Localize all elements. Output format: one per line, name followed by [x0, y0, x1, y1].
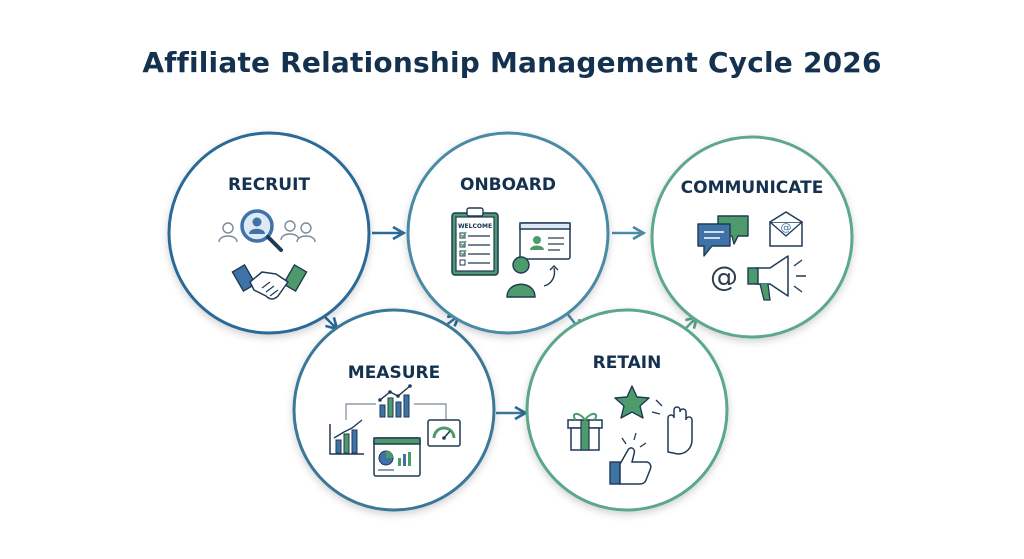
bar-chart-icon: [329, 419, 364, 455]
stage-label-retain: RETAIN: [593, 353, 662, 373]
stage-label-recruit: RECRUIT: [228, 175, 310, 195]
onboard-ring: [406, 131, 610, 335]
stage-label-communicate: COMMUNICATE: [681, 178, 824, 198]
bar-chart-icon: [378, 384, 412, 418]
user-dashboard-icon: [506, 222, 571, 298]
dashboard-icon: [373, 437, 421, 477]
search-people-icon: [218, 209, 316, 252]
chat-bubbles-icon: [697, 215, 749, 257]
measure-ring: [292, 308, 496, 512]
gift-icon: [567, 413, 603, 451]
handshake-icon: [231, 264, 308, 300]
page-title: Affiliate Relationship Management Cycle …: [142, 46, 882, 79]
communicate-ring: [650, 135, 854, 339]
stage-label-onboard: ONBOARD: [460, 175, 556, 195]
email-at-symbol: @: [781, 221, 792, 234]
stage-measure: MEASURE: [292, 308, 496, 512]
star-icon: [614, 385, 650, 419]
gauge-icon: [427, 419, 461, 447]
thumbs-up-icon: [609, 432, 652, 485]
megaphone-icon: [747, 255, 806, 301]
stage-label-measure: MEASURE: [348, 363, 440, 383]
hand-wave-icon: [651, 399, 693, 455]
stage-recruit: RECRUIT: [167, 131, 371, 335]
email-icon: @: [769, 211, 803, 247]
at-sign-icon: @: [710, 260, 738, 293]
stage-onboard: ONBOARD WELCOME: [406, 131, 610, 335]
welcome-label: WELCOME: [458, 223, 492, 230]
welcome-checklist-icon: WELCOME: [451, 207, 499, 276]
stage-communicate: COMMUNICATE @ @: [650, 135, 854, 339]
stage-retain: RETAIN: [525, 308, 729, 512]
